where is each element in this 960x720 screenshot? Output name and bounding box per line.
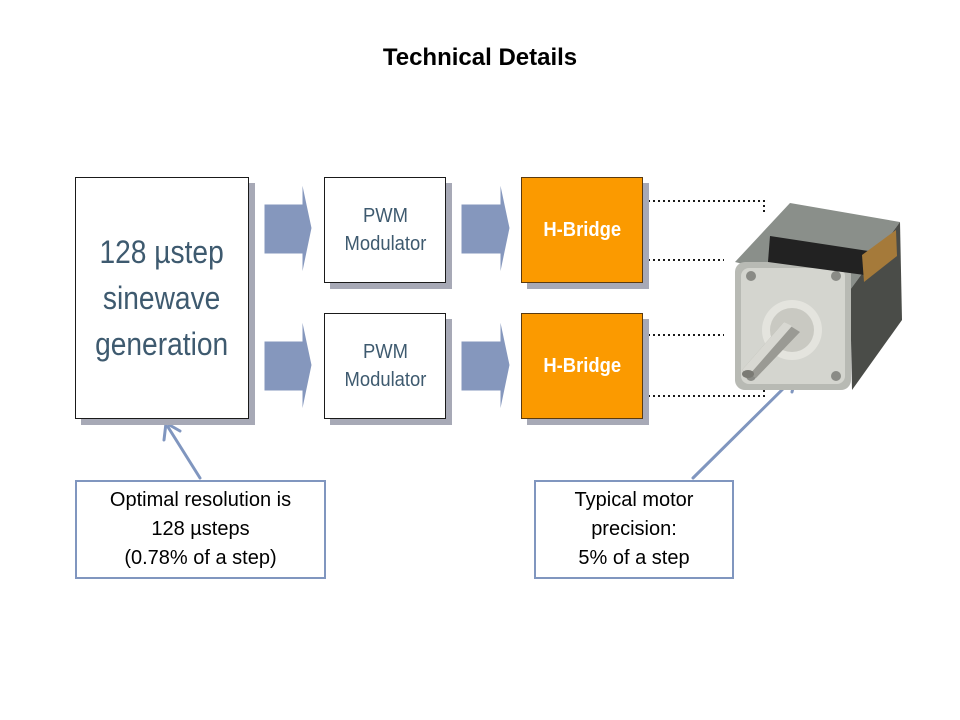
pwm-label-2: Modulator <box>344 233 426 255</box>
page-title: Technical Details <box>382 44 578 71</box>
h-bridge-box-bottom: H-Bridge <box>521 313 643 419</box>
pwm-label-1: PWM <box>362 205 408 227</box>
callout-line: Typical motor <box>574 489 694 511</box>
arrow-gen-to-pwm-top <box>263 180 313 277</box>
pwm-modulator-box-top: PWM Modulator <box>324 177 446 283</box>
sinewave-generator-box: 128 µstep sinewave generation <box>75 177 249 419</box>
h-bridge-label: H-Bridge <box>543 218 621 241</box>
pwm-label-1: PWM <box>362 341 408 363</box>
callout-line: Optimal resolution is <box>109 489 292 511</box>
callout-line: precision: <box>591 518 677 540</box>
pointer-resolution <box>166 425 202 480</box>
precision-callout: Typical motor precision: 5% of a step <box>534 480 734 579</box>
wire-top-a <box>643 200 765 214</box>
callout-line: 128 µsteps <box>151 518 250 540</box>
generator-line-1: 128 µstep <box>99 234 225 270</box>
h-bridge-box-top: H-Bridge <box>521 177 643 283</box>
callout-line: (0.78% of a step) <box>124 547 277 569</box>
h-bridge-label: H-Bridge <box>543 354 621 377</box>
pwm-label-2: Modulator <box>344 369 426 391</box>
callout-line: 5% of a step <box>578 547 690 569</box>
generator-line-3: generation <box>95 326 229 362</box>
pwm-modulator-box-bottom: PWM Modulator <box>324 313 446 419</box>
arrow-pwm-to-bridge-bottom <box>460 317 511 414</box>
pointer-precision <box>691 376 796 480</box>
resolution-callout: Optimal resolution is 128 µsteps (0.78% … <box>75 480 326 579</box>
generator-line-2: sinewave <box>103 280 221 316</box>
arrow-pwm-to-bridge-top <box>460 180 511 277</box>
stepper-motor-image <box>735 203 902 390</box>
arrow-gen-to-pwm-bottom <box>263 317 313 414</box>
